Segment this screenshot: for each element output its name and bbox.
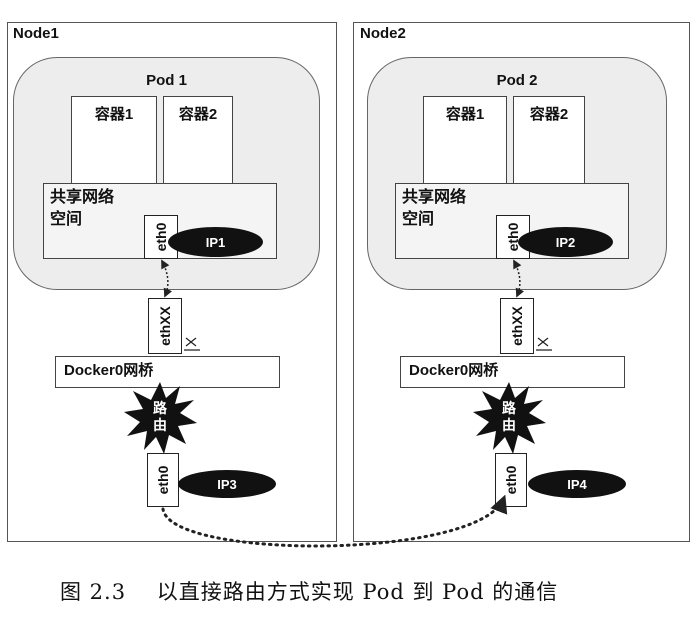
pod-1-ip-badge: IP1 [168, 227, 263, 257]
pod-2-ip-badge: IP2 [518, 227, 613, 257]
pod-2-netns-label-line1: 共享网络 [402, 189, 467, 206]
figure-caption: 图 2.3 以直接路由方式实现 Pod 到 Pod 的通信 [60, 576, 558, 606]
pod-1-container-1-label: 容器1 [94, 106, 134, 123]
node-1-host-eth0-interface: eth0 [147, 453, 179, 507]
node-1-label: Node1 [13, 25, 59, 42]
node-2-router-starburst [473, 382, 546, 454]
pod-1-label: Pod 1 [146, 72, 187, 89]
inter-node-route [161, 494, 508, 548]
node-2-pod-veth-link [513, 259, 525, 298]
pod-2-container-1: 容器1 [423, 96, 507, 188]
node-1-router-label: 路由 [153, 400, 167, 433]
node-1-docker0-bridge: Docker0网桥 [55, 356, 280, 388]
pod-2-label: Pod 2 [496, 72, 538, 89]
node-1-veth-link-mark [184, 337, 200, 351]
pod-2-container-2-label: 容器2 [529, 106, 569, 123]
node-2-veth-interface: ethXX [500, 298, 534, 354]
pod-1-eth0-interface: eth0 [144, 215, 178, 259]
pod-1-netns-label-line2: 空间 [50, 211, 83, 228]
figure-caption-text: 以直接路由方式实现 Pod 到 Pod 的通信 [156, 580, 559, 604]
node-2-docker0-bridge: Docker0网桥 [400, 356, 625, 388]
node-2-label: Node2 [360, 25, 406, 42]
figure-caption-number: 图 2.3 [60, 580, 127, 604]
node-2-veth-link-mark [536, 337, 552, 351]
node-1-host-ip-badge: IP3 [178, 470, 276, 498]
node-2-router-label: 路由 [502, 400, 516, 433]
node-1-veth-interface: ethXX [148, 298, 182, 354]
node-1-router-starburst [124, 382, 197, 454]
pod-2-netns-label-line2: 空间 [402, 211, 435, 228]
pod-2-container-2: 容器2 [513, 96, 585, 188]
node-2-host-ip-badge: IP4 [528, 470, 626, 498]
pod-1-container-1: 容器1 [71, 96, 157, 188]
node-1-pod-veth-link [161, 259, 173, 298]
pod-1-netns-label-line1: 共享网络 [50, 189, 115, 206]
pod-1-container-2-label: 容器2 [178, 106, 218, 123]
pod-2-container-1-label: 容器1 [445, 106, 485, 123]
